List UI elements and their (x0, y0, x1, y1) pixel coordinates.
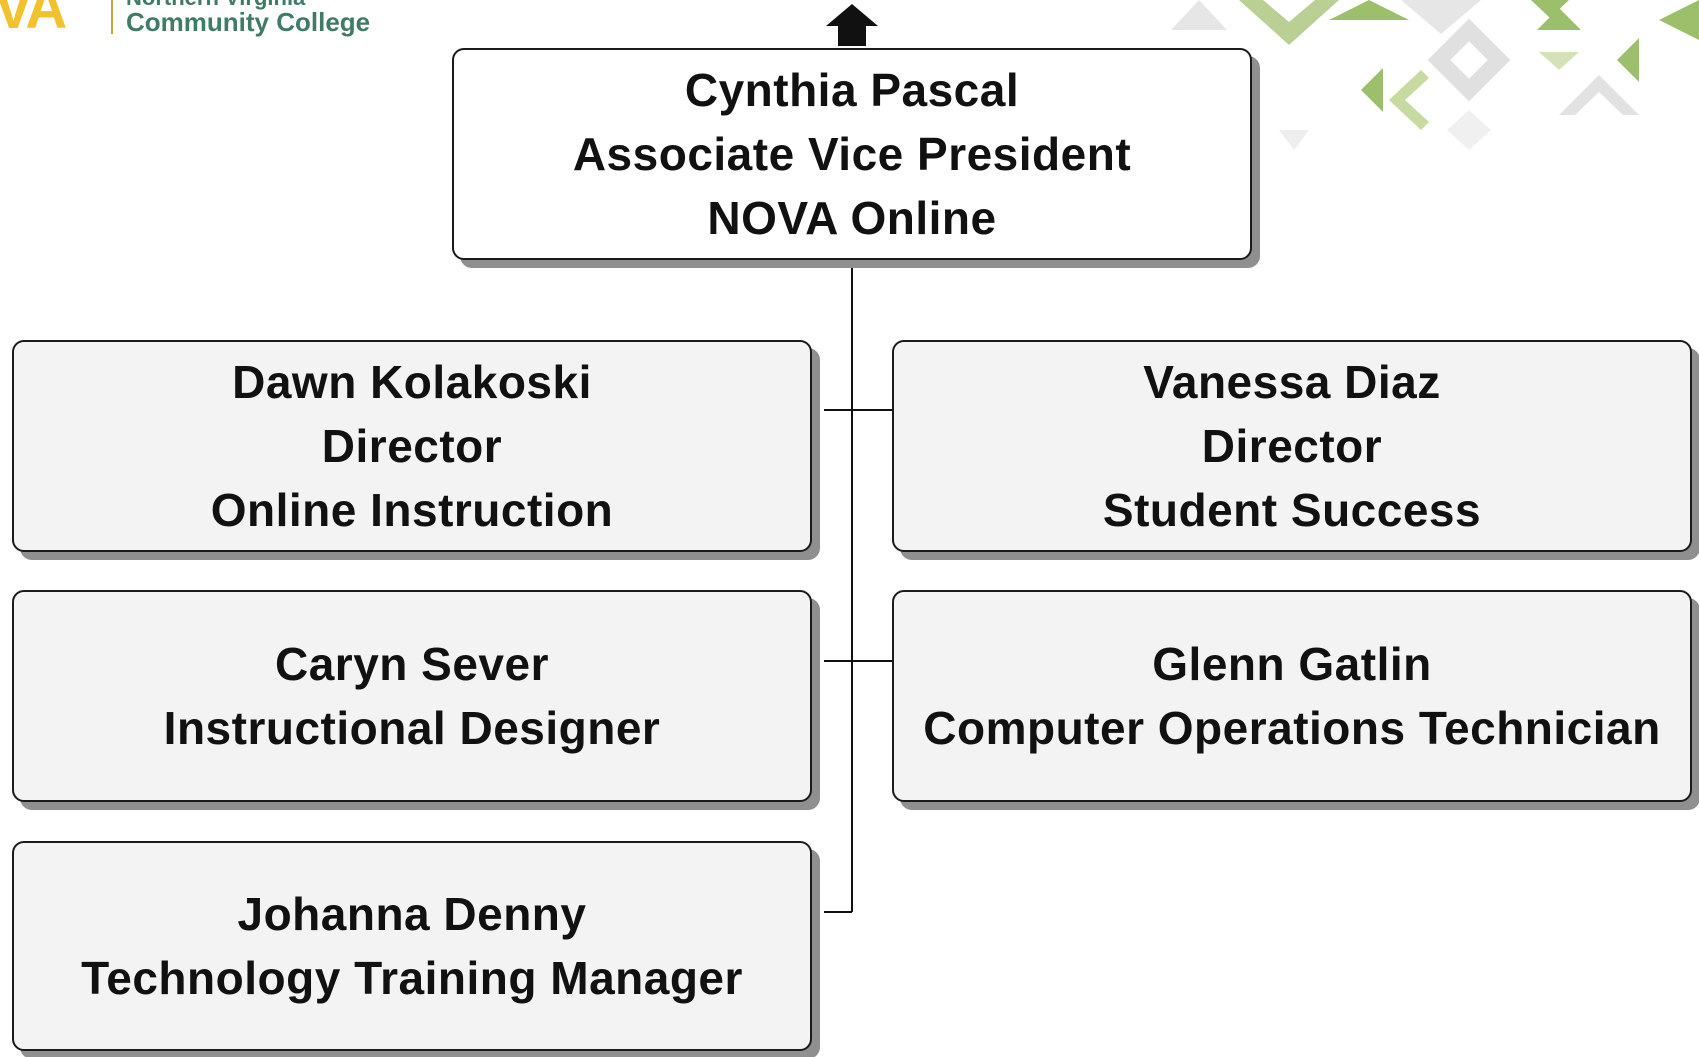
college-logo: VA Northern Virginia Community College (0, 0, 390, 38)
pattern-triangle (1329, 0, 1409, 20)
node-unit: Student Success (1102, 484, 1482, 536)
logo-mark: VA (0, 0, 67, 41)
pattern-chevron (1239, 0, 1339, 45)
node-unit: Online Instruction (210, 484, 614, 536)
up-arrow-icon[interactable] (826, 4, 878, 46)
node-title: Computer Operations Technician (923, 702, 1661, 754)
pattern-triangle (1171, 0, 1227, 30)
org-node-report[interactable]: Caryn Sever Instructional Designer (12, 590, 812, 802)
logo-text: Northern Virginia Community College (126, 0, 370, 36)
pattern-chevron-left (1389, 70, 1429, 130)
pattern-diamond (1427, 18, 1511, 102)
pattern-arrow-left (1361, 68, 1383, 112)
node-name: Vanessa Diaz (1143, 356, 1441, 408)
node-name: Johanna Denny (237, 888, 587, 940)
pattern-triangle (1279, 130, 1309, 150)
node-name: Cynthia Pascal (684, 64, 1020, 116)
org-node-report[interactable]: Vanessa Diaz Director Student Success (892, 340, 1692, 552)
pattern-arrow-left (1617, 38, 1639, 82)
org-node-root[interactable]: Cynthia Pascal Associate Vice President … (452, 48, 1252, 260)
logo-line-2: Community College (126, 7, 371, 38)
pattern-triangle (1659, 0, 1699, 40)
node-name: Glenn Gatlin (1152, 638, 1432, 690)
pattern-triangle (1531, 0, 1569, 18)
logo-divider (111, 0, 113, 34)
pattern-chevron (1559, 75, 1639, 115)
node-name: Dawn Kolakoski (232, 356, 592, 408)
node-title: Director (1201, 420, 1383, 472)
node-title: Associate Vice President (572, 128, 1132, 180)
node-unit: NOVA Online (707, 192, 997, 244)
pattern-triangle (1401, 0, 1481, 34)
pattern-triangle (1539, 52, 1579, 70)
pattern-diamond-small (1447, 110, 1491, 150)
org-node-report[interactable]: Dawn Kolakoski Director Online Instructi… (12, 340, 812, 552)
decorative-pattern (1171, 0, 1699, 150)
node-title: Instructional Designer (163, 702, 661, 754)
logo-line-1: Northern Virginia (126, 0, 370, 9)
org-node-report[interactable]: Johanna Denny Technology Training Manage… (12, 841, 812, 1051)
node-name: Caryn Sever (275, 638, 549, 690)
org-node-report[interactable]: Glenn Gatlin Computer Operations Technic… (892, 590, 1692, 802)
node-title: Technology Training Manager (81, 952, 743, 1004)
pattern-triangle (1537, 8, 1581, 30)
node-title: Director (321, 420, 503, 472)
